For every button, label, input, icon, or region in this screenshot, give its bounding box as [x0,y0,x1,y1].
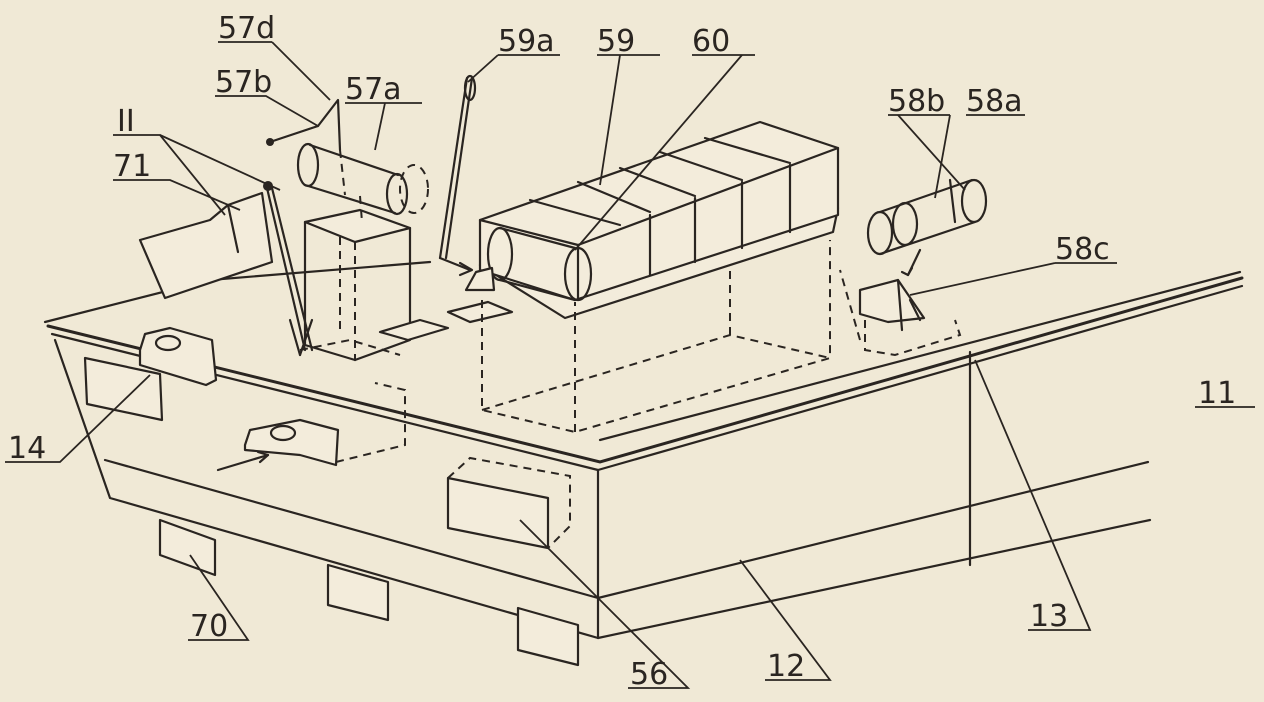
label-58a: 58a [966,84,1023,119]
label-13: 13 [1030,599,1068,634]
label-59a: 59a [498,24,555,59]
labels: 57d 57b 57a 59a 59 60 58b 58a 58c II 71 … [8,11,1236,692]
label-60: 60 [692,24,730,59]
keels [158,518,580,667]
hull [43,260,1244,640]
label-71: 71 [113,149,151,184]
module-59 [464,120,840,434]
label-57d: 57d [218,11,275,46]
label-II: II [117,104,135,139]
leader-lines [5,41,1255,689]
unit-57 [266,98,429,362]
label-58c: 58c [1055,232,1110,267]
unit-58 [839,178,988,357]
label-70: 70 [190,609,228,644]
label-58b: 58b [888,84,945,119]
sail-71 [138,191,274,300]
label-12: 12 [767,649,805,684]
label-57b: 57b [215,65,272,100]
hull-openings [83,356,571,550]
label-56: 56 [630,657,668,692]
fitting-lower [216,382,406,472]
label-14: 14 [8,431,46,466]
antenna-59a [438,74,477,277]
label-59: 59 [597,24,635,59]
deck-hatches [378,300,514,342]
label-11: 11 [1198,376,1236,411]
label-57a: 57a [345,72,402,107]
fitting-14 [138,326,218,387]
